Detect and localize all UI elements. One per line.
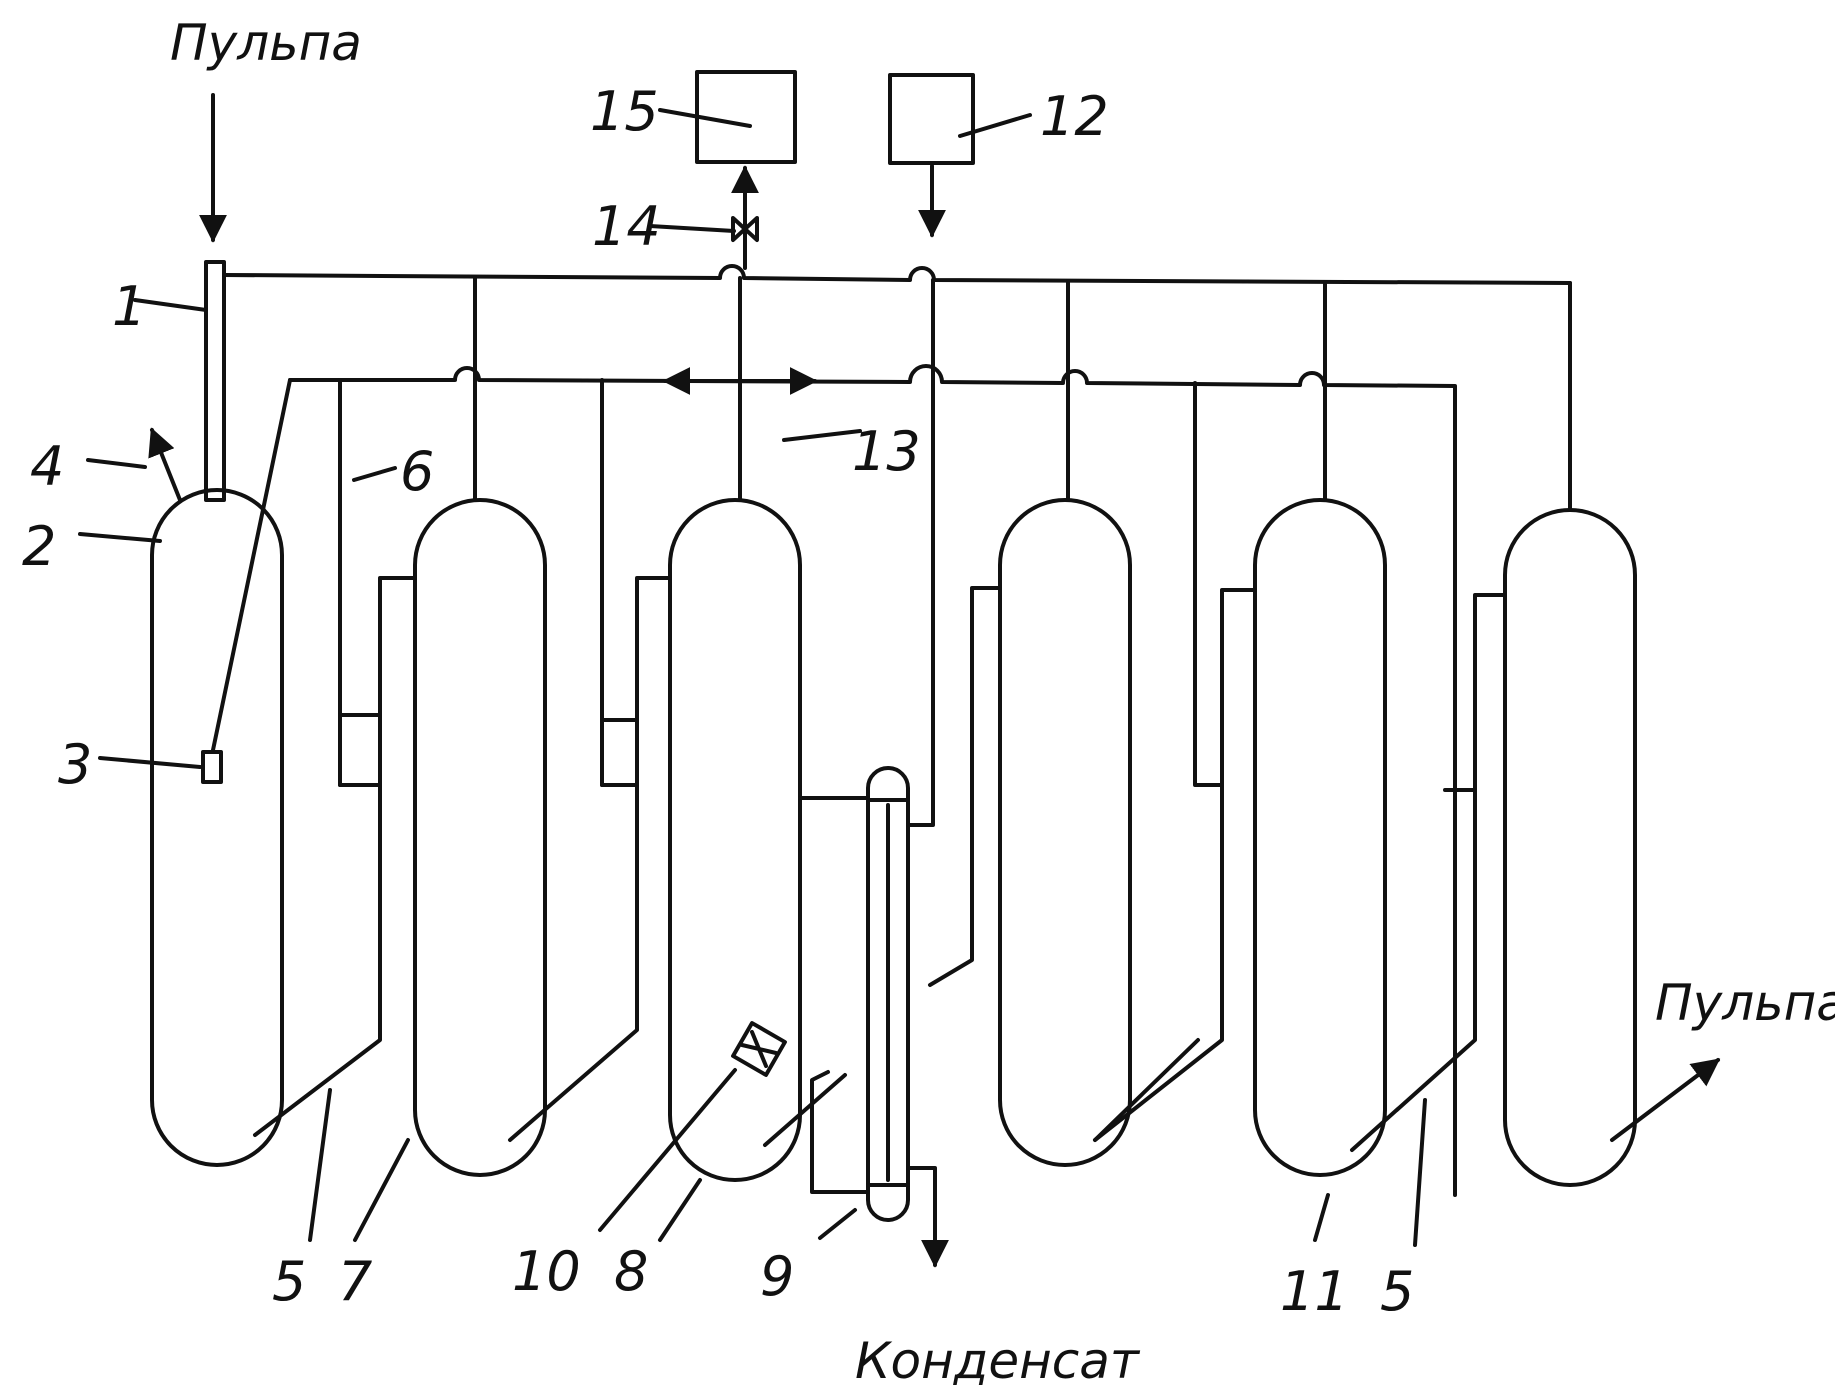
callout-13: 13 [852,420,921,483]
label-pulp-in: Пульпа [170,14,362,72]
callout-8: 8 [614,1240,648,1303]
vessel-6 [1505,510,1635,1185]
callout-12: 12 [1040,85,1109,148]
callout-14: 14 [592,195,661,258]
box-15 [697,72,795,162]
callout-7: 7 [338,1250,372,1313]
callout-2: 2 [22,515,56,578]
vapour-header-lower [290,366,1455,1195]
callout-11: 11 [1280,1260,1349,1323]
vessel-1 [152,490,282,1165]
callout-10: 10 [512,1240,581,1303]
callout-3: 3 [58,733,92,796]
callout-5a: 5 [272,1250,306,1313]
vessel-4 [1000,500,1130,1165]
steam-header-upper [224,266,1570,283]
callout-15: 15 [590,80,659,143]
vessel-2 [415,500,545,1175]
probe-3 [203,752,221,782]
sparger-grid-10 [733,1023,785,1075]
callout-9: 9 [760,1245,794,1308]
box-12 [890,75,973,163]
callout-4: 4 [30,435,64,498]
callout-1: 1 [112,275,146,338]
feed-pipe-1 [206,262,224,500]
callout-5b: 5 [1380,1260,1414,1323]
label-pulp-out: Пульпа [1655,974,1835,1032]
condenser-9 [868,768,908,1220]
callout-6: 6 [400,440,434,503]
vessel-3-heater [670,500,800,1180]
vessel-5 [1255,500,1385,1175]
label-condensate: Конденсат [855,1332,1141,1390]
